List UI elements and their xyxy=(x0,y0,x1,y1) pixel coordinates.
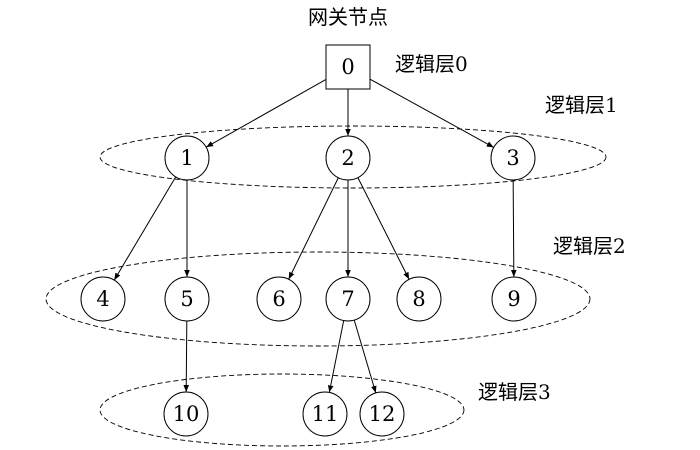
edge-5-to-10 xyxy=(183,320,190,393)
node-circle xyxy=(491,276,537,322)
edge-0-to-3 xyxy=(369,78,494,148)
layer-0-label: 逻辑层0 xyxy=(395,52,468,76)
node-4: 4 xyxy=(80,276,126,322)
node-circle xyxy=(163,391,209,437)
edge-1-to-4 xyxy=(113,176,177,281)
node-label: 5 xyxy=(180,287,193,311)
node-12: 12 xyxy=(359,391,405,437)
node-label: 9 xyxy=(507,287,520,311)
node-2: 2 xyxy=(325,135,371,181)
node-circle xyxy=(359,391,405,437)
node-10: 10 xyxy=(163,391,209,437)
node-circle xyxy=(256,276,302,322)
node-circle xyxy=(325,135,371,181)
gateway-node-square xyxy=(325,44,371,90)
node-label: 6 xyxy=(272,287,285,311)
node-5: 5 xyxy=(164,276,210,322)
layer-2-ellipse xyxy=(45,251,591,347)
layer-3-label: 逻辑层3 xyxy=(478,380,551,404)
node-circle xyxy=(325,276,371,322)
layer-2-label: 逻辑层2 xyxy=(553,234,626,258)
node-circle xyxy=(80,276,126,322)
node-9: 9 xyxy=(491,276,537,322)
edges xyxy=(113,78,517,394)
node-circle xyxy=(490,135,536,181)
edge-0-to-1 xyxy=(205,78,327,148)
layer-1-ellipse xyxy=(99,125,607,189)
node-6: 6 xyxy=(256,276,302,322)
node-label: 1 xyxy=(180,146,193,170)
node-label: 0 xyxy=(341,55,354,79)
layer-3-ellipse xyxy=(99,373,465,447)
node-label: 4 xyxy=(96,287,109,311)
node-label: 3 xyxy=(506,146,519,170)
node-8: 8 xyxy=(396,276,442,322)
edge-3-to-9 xyxy=(510,179,517,278)
node-label: 10 xyxy=(173,402,200,426)
layer-ellipses xyxy=(45,125,607,447)
edge-2-to-6 xyxy=(288,177,339,280)
node-circle xyxy=(396,276,442,322)
node-3: 3 xyxy=(490,135,536,181)
edge-2-to-8 xyxy=(357,177,410,280)
edge-7-to-11 xyxy=(327,320,345,393)
node-11: 11 xyxy=(302,391,348,437)
node-7: 7 xyxy=(325,276,371,322)
gateway-title: 网关节点 xyxy=(308,5,388,29)
node-label: 7 xyxy=(341,287,354,311)
node-circle xyxy=(302,391,348,437)
node-circle xyxy=(164,276,210,322)
edge-7-to-12 xyxy=(353,319,377,394)
node-label: 8 xyxy=(412,287,425,311)
layer-1-label: 逻辑层1 xyxy=(545,93,618,117)
node-label: 11 xyxy=(312,402,339,426)
node-label: 12 xyxy=(369,402,396,426)
node-label: 2 xyxy=(341,146,354,170)
node-1: 1 xyxy=(164,135,210,181)
node-0: 0 xyxy=(325,44,371,90)
node-circle xyxy=(164,135,210,181)
